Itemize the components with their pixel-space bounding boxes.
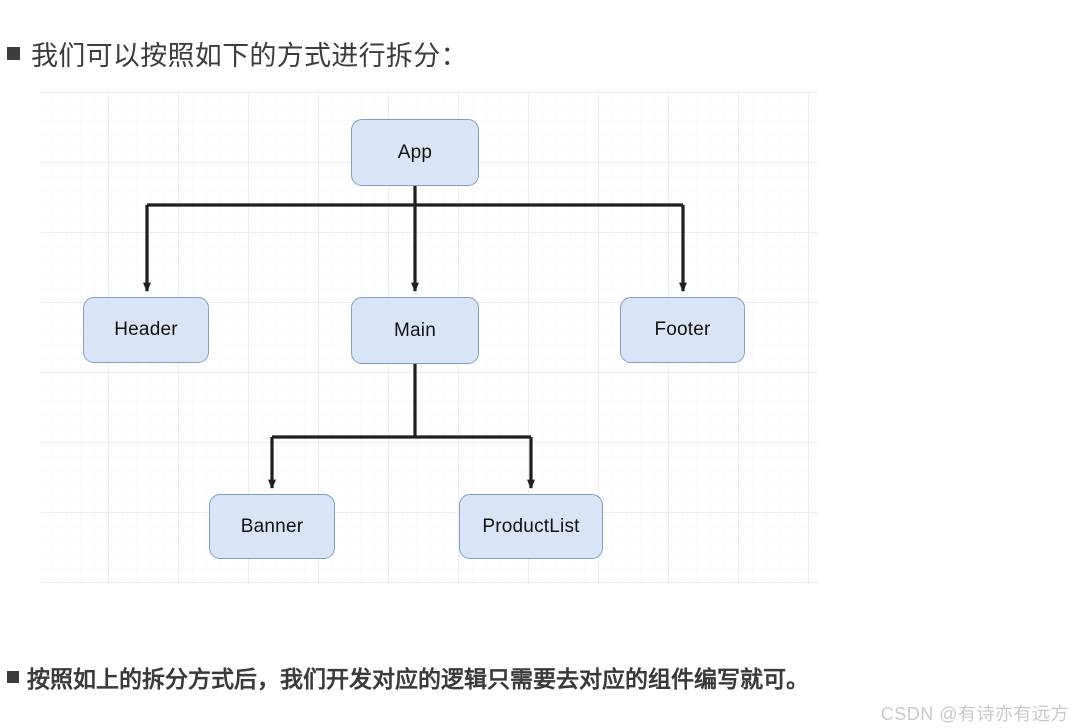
diagram-node-header[interactable]: Header [83, 297, 209, 363]
watermark: CSDN @有诗亦有远方 [880, 704, 1069, 724]
diagram-node-productlist[interactable]: ProductList [459, 494, 603, 559]
node-label: Main [394, 319, 436, 341]
square-bullet-icon [7, 47, 20, 60]
diagram-node-banner[interactable]: Banner [209, 494, 335, 559]
diagram-node-footer[interactable]: Footer [620, 297, 745, 363]
footnote-bullet-line: 按照如上的拆分方式后，我们开发对应的逻辑只需要去对应的组件编写就可。 [7, 660, 809, 694]
diagram-connectors [143, 186, 687, 490]
footnote-text: 按照如上的拆分方式后，我们开发对应的逻辑只需要去对应的组件编写就可。 [27, 666, 809, 692]
node-label: Header [114, 319, 178, 340]
node-label: Footer [654, 319, 711, 340]
heading-bullet-line: 我们可以按照如下的方式进行拆分： [7, 34, 468, 73]
square-bullet-icon [7, 671, 19, 683]
node-label: Banner [240, 515, 304, 537]
diagram-node-main[interactable]: Main [351, 297, 479, 364]
heading-text: 我们可以按照如下的方式进行拆分： [31, 41, 468, 71]
diagram-canvas[interactable]: App Header Main Footer Banner ProductLis… [41, 90, 818, 584]
diagram-node-app[interactable]: App [351, 119, 479, 186]
node-label: App [397, 141, 433, 163]
node-label: ProductList [482, 515, 580, 537]
